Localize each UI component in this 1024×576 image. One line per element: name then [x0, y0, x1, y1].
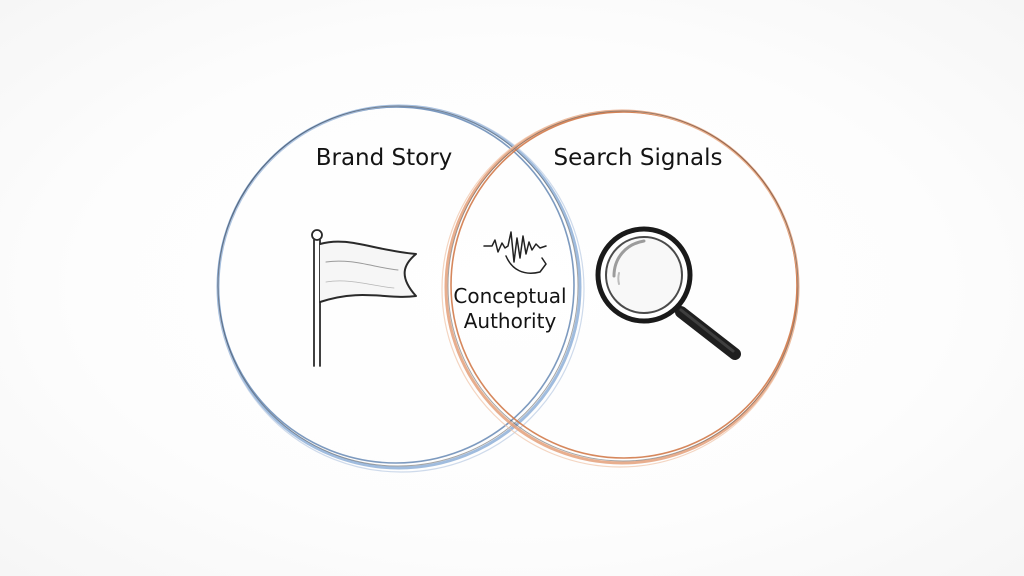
brand-story-circle — [216, 104, 585, 473]
overlap-label-line1: Conceptual — [453, 284, 567, 308]
flag-icon — [311, 229, 417, 367]
brand-story-label: Brand Story — [315, 145, 453, 171]
conceptual-authority-label: Conceptual Authority — [453, 284, 566, 334]
signal-waveform-icon — [483, 231, 547, 274]
magnifying-glass-icon — [595, 226, 741, 360]
search-signals-label: Search Signals — [553, 145, 723, 171]
overlap-label-line2: Authority — [463, 309, 557, 333]
search-signals-circle — [441, 109, 800, 468]
